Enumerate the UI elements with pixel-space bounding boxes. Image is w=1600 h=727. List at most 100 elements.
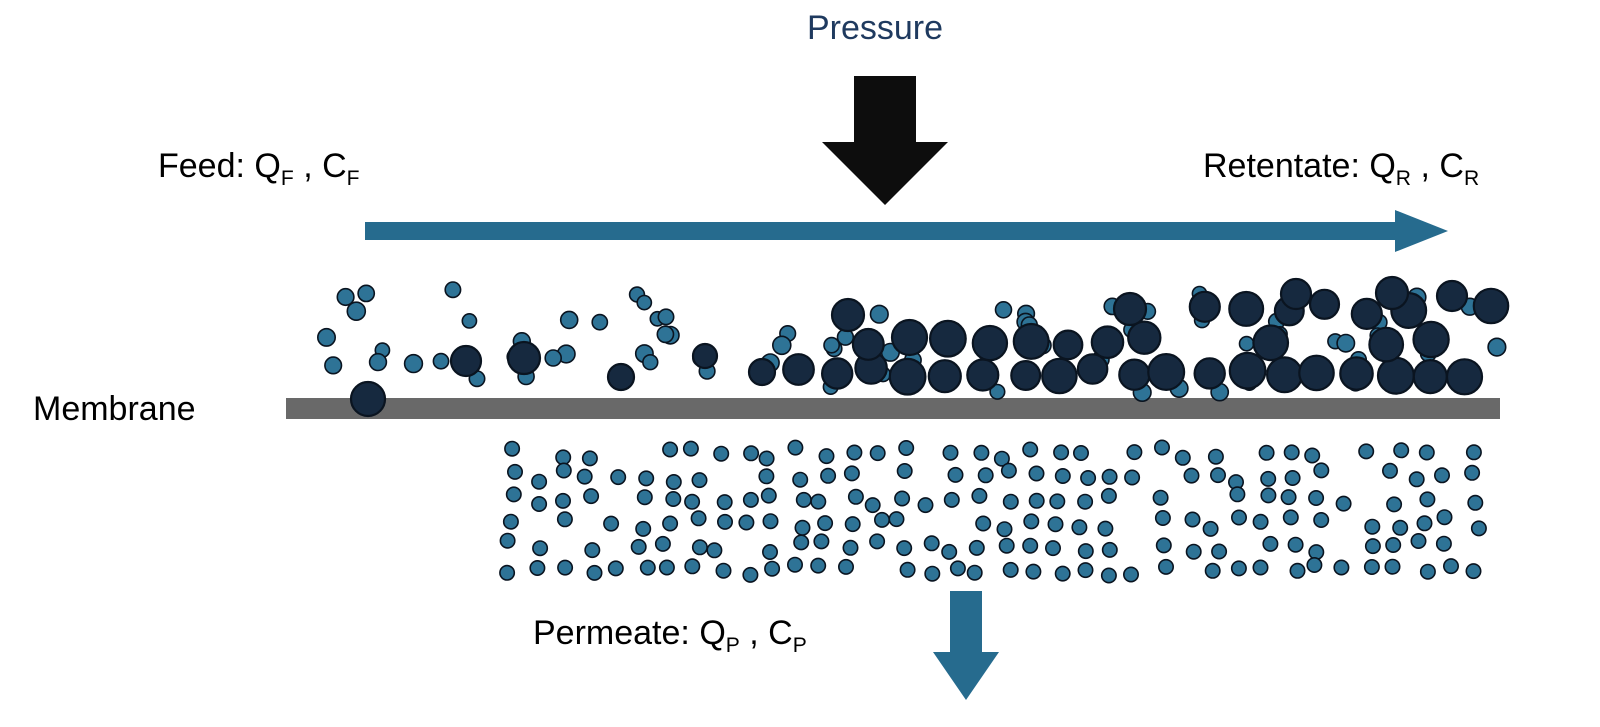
particle bbox=[847, 488, 864, 505]
particle bbox=[636, 294, 653, 311]
particle bbox=[1472, 287, 1510, 325]
membrane-label: Membrane bbox=[33, 389, 196, 430]
retentate-c-symbol: CR bbox=[1439, 147, 1480, 190]
retentate-label: Retentate: QR , CR bbox=[1203, 146, 1479, 191]
particle bbox=[1308, 489, 1325, 506]
particle bbox=[691, 342, 719, 370]
particle bbox=[869, 533, 886, 550]
particle bbox=[941, 543, 958, 560]
particle bbox=[502, 513, 519, 530]
particle bbox=[1010, 360, 1042, 392]
particle bbox=[1408, 471, 1425, 488]
particle bbox=[1028, 465, 1045, 482]
particle bbox=[583, 488, 600, 505]
particle bbox=[1053, 444, 1070, 461]
particle bbox=[1252, 559, 1269, 576]
particle bbox=[1306, 556, 1323, 573]
particle bbox=[1184, 511, 1201, 528]
particle bbox=[706, 542, 723, 559]
particle bbox=[994, 300, 1013, 319]
particle bbox=[603, 515, 620, 532]
feed-c-symbol: CF bbox=[322, 147, 360, 190]
particle bbox=[1052, 329, 1084, 361]
particle bbox=[742, 566, 759, 583]
particle bbox=[1418, 444, 1435, 461]
particle bbox=[1374, 275, 1410, 311]
particle bbox=[642, 354, 659, 371]
particle bbox=[1204, 562, 1221, 579]
particle bbox=[851, 327, 885, 361]
particle bbox=[1465, 444, 1482, 461]
particle bbox=[368, 352, 388, 372]
particle bbox=[787, 439, 804, 456]
particle bbox=[830, 297, 866, 333]
particle bbox=[499, 532, 516, 549]
particle bbox=[966, 358, 1000, 392]
particle bbox=[1185, 543, 1202, 560]
particle bbox=[544, 349, 563, 367]
particle bbox=[607, 560, 624, 577]
permeate-c-symbol: CP bbox=[768, 614, 807, 657]
particle bbox=[996, 521, 1013, 538]
particle bbox=[894, 490, 911, 507]
feed-flow-arrow-shaft bbox=[365, 222, 1397, 240]
particle bbox=[1238, 335, 1255, 352]
particle bbox=[973, 444, 990, 461]
membrane-label-text: Membrane bbox=[33, 390, 196, 428]
particle bbox=[966, 564, 983, 581]
particle bbox=[506, 340, 542, 376]
particle bbox=[1231, 509, 1248, 526]
particle bbox=[656, 325, 675, 344]
particle bbox=[1022, 441, 1039, 458]
particle bbox=[795, 491, 812, 508]
particle bbox=[1260, 487, 1277, 504]
particle bbox=[1386, 496, 1403, 513]
particle bbox=[684, 558, 701, 575]
feed-label-name: Feed: bbox=[158, 147, 245, 185]
particle bbox=[1443, 558, 1460, 575]
particle bbox=[1041, 357, 1078, 395]
particle bbox=[505, 486, 522, 503]
particle bbox=[1045, 540, 1062, 557]
particle bbox=[793, 534, 810, 551]
particle bbox=[1265, 356, 1303, 394]
particle bbox=[864, 497, 881, 514]
particle bbox=[890, 318, 929, 357]
particle bbox=[846, 444, 863, 461]
particle bbox=[1012, 322, 1050, 360]
particle bbox=[532, 540, 549, 557]
particle bbox=[844, 516, 861, 533]
particle bbox=[1258, 444, 1275, 461]
pressure-label-text: Pressure bbox=[806, 9, 944, 47]
particle bbox=[761, 543, 778, 560]
particle bbox=[1154, 439, 1171, 456]
particle bbox=[1000, 462, 1017, 479]
particle bbox=[1382, 462, 1399, 479]
particle bbox=[662, 441, 679, 458]
particle bbox=[499, 564, 516, 581]
particle bbox=[1384, 558, 1401, 575]
particle bbox=[559, 310, 579, 330]
feed-flow-arrow-head bbox=[1395, 210, 1448, 252]
particle bbox=[690, 510, 707, 527]
particle bbox=[665, 490, 682, 507]
particle bbox=[555, 462, 572, 479]
particle bbox=[1047, 516, 1064, 533]
particle bbox=[449, 344, 483, 378]
particle bbox=[1054, 467, 1071, 484]
particle bbox=[1280, 489, 1297, 506]
particle bbox=[810, 493, 827, 510]
particle bbox=[654, 535, 671, 552]
particle bbox=[1080, 469, 1097, 486]
particle bbox=[504, 440, 521, 457]
feed-label: Feed: QF , CF bbox=[158, 146, 360, 191]
particle bbox=[888, 511, 905, 528]
particle bbox=[1487, 337, 1507, 357]
particle bbox=[821, 357, 854, 390]
particle bbox=[977, 467, 994, 484]
particle bbox=[1071, 519, 1088, 536]
particle bbox=[1304, 447, 1321, 464]
particle bbox=[742, 491, 759, 508]
particle bbox=[917, 497, 934, 514]
particle bbox=[1152, 489, 1169, 506]
